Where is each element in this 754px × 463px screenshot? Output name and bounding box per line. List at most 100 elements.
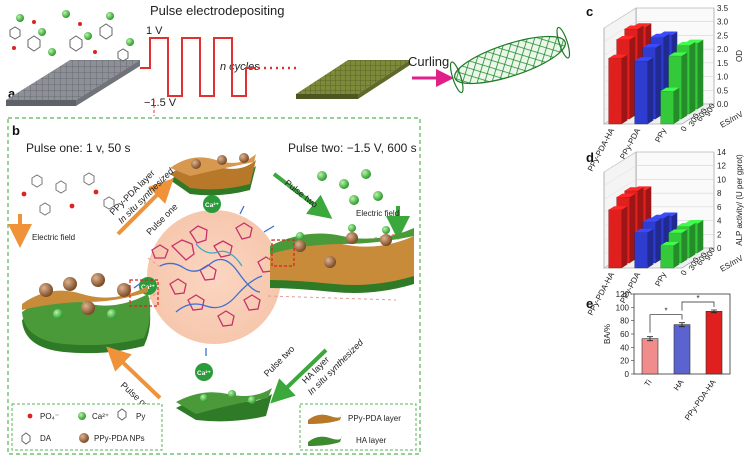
panel-c-ytick: 2.5 xyxy=(717,31,729,40)
pulse-waveform xyxy=(140,37,256,97)
po4-icon xyxy=(27,413,33,419)
panel-c-ytick: 1.0 xyxy=(717,73,729,82)
legend-nps: PPy-PDA NPs xyxy=(94,434,145,443)
ppy-layer-icon xyxy=(308,414,342,424)
panel-e-letter: e xyxy=(586,296,593,311)
panel-c-bar xyxy=(608,54,628,125)
pulse-one-bottom-arrow xyxy=(106,346,162,400)
panel-d-zlabel: ES/mV xyxy=(719,253,746,274)
pulse-two-title: Pulse two: −1.5 V, 600 s xyxy=(288,141,417,155)
right-layer-stack xyxy=(270,224,414,293)
panel-c-ytick: 3.5 xyxy=(717,4,729,13)
curling-label: Curling xyxy=(408,54,449,69)
pulse-electrodepositing-title: Pulse electrodepositing xyxy=(150,3,284,18)
panel-e-ytick: 40 xyxy=(620,343,629,352)
right-ca-ions xyxy=(317,169,383,205)
panel-b-letter: b xyxy=(12,123,20,138)
right-electric-field-label: Electric field xyxy=(356,209,399,218)
ca-badge-bottom: Ca²⁺ xyxy=(195,363,213,381)
panel-e-category-label: HA xyxy=(672,377,686,392)
panel-e-sig-bracket xyxy=(681,301,715,311)
panel-d-ytick: 2 xyxy=(717,230,722,239)
ha-layer-icon xyxy=(308,436,342,446)
panel-e-sig-star: * xyxy=(664,307,667,316)
voltage-low-label: −1.5 V xyxy=(144,97,177,109)
panel-b: b Pulse one: 1 v, 50 s Pulse two: −1.5 V… xyxy=(7,117,421,455)
legend-da: DA xyxy=(40,434,52,443)
left-electric-field-label: Electric field xyxy=(32,233,75,242)
panel-e-bar xyxy=(673,324,691,375)
mesh-tube xyxy=(449,26,571,94)
legend-right: PPy-PDA layer HA layer xyxy=(299,403,417,451)
cycles-label: n cycles xyxy=(220,61,260,73)
panel-c-ytick: 0.0 xyxy=(717,100,729,109)
panel-c-ylabel: OD xyxy=(735,50,744,62)
panel-c-depth-tick: 0 xyxy=(679,124,689,133)
panel-d-gridline-side xyxy=(603,179,637,200)
ca-badge-left-label: Ca²⁺ xyxy=(141,284,155,291)
panel-c-ytick: 3.0 xyxy=(717,18,729,27)
voltage-high-label: 1 V xyxy=(146,25,163,37)
panel-c-bar xyxy=(634,57,654,125)
panel-e-bar xyxy=(705,311,723,375)
ca-badge-top: Ca²⁺ xyxy=(203,195,221,213)
pulse-two-top-label: Pulse two xyxy=(283,178,320,210)
panel-e-sig-star: * xyxy=(696,294,699,303)
top-layer-stack xyxy=(170,153,256,196)
panel-d-bar xyxy=(608,206,628,269)
panel-e-bar xyxy=(641,338,659,375)
panel-e-errorbar xyxy=(711,309,717,314)
panel-b-frame xyxy=(7,117,421,455)
pulse-two-down-arrow xyxy=(272,172,333,219)
panel-c-letter: c xyxy=(586,4,593,19)
panel-a-letter: a xyxy=(8,86,16,101)
legend-ca: Ca²⁺ xyxy=(92,412,109,421)
panel-d-ytick: 10 xyxy=(717,175,726,184)
panel-c-gridline-side xyxy=(603,21,637,42)
ca-badge-top-label: Ca²⁺ xyxy=(205,202,219,209)
panel-c-ytick: 2.0 xyxy=(717,45,729,54)
panel-c-ytick: 1.5 xyxy=(717,59,729,68)
panel-d-bar xyxy=(634,228,654,269)
legend-py: Py xyxy=(136,412,145,421)
panel-e-errorbar xyxy=(679,322,685,328)
legend-ppy-layer: PPy-PDA layer xyxy=(348,414,401,423)
panel-e-ytick: 80 xyxy=(620,317,629,326)
polymer-chains xyxy=(133,205,275,356)
panel-e-category-label: PPy-PDA-HA xyxy=(683,377,718,422)
pulse-one-title: Pulse one: 1 v, 50 s xyxy=(26,141,131,155)
legend-ha-layer: HA layer xyxy=(356,436,387,445)
pulse-two-bottom-arrow xyxy=(270,348,328,404)
legend-po4: PO₄⁻ xyxy=(40,412,59,421)
coated-substrate xyxy=(296,60,410,99)
panel-c-gridline-side xyxy=(603,7,637,29)
ca-badge-bottom-label: Ca²⁺ xyxy=(197,370,211,377)
panel-e-sig-bracket xyxy=(649,314,683,333)
connector-lines xyxy=(147,233,397,301)
panel-e-ytick: 100 xyxy=(616,303,630,312)
gray-substrate xyxy=(6,60,140,106)
panel-e-ytick: 60 xyxy=(620,330,629,339)
panel-e-ytick: 0 xyxy=(625,370,630,379)
ha-label-line1: Pulse two xyxy=(262,344,297,379)
panel-d-gridline-side xyxy=(603,165,637,186)
da-icon xyxy=(21,432,31,445)
panel-e-ytick: 120 xyxy=(616,290,630,299)
panel-d-ytick: 4 xyxy=(717,217,722,226)
panel-c-zlabel: ES/mV xyxy=(719,109,746,130)
panel-d-ylabel: ALP activity/ (U per gprot) xyxy=(735,154,744,246)
bottom-layer-stack xyxy=(176,388,272,422)
panel-d-ytick: 0 xyxy=(717,244,722,253)
left-layer-stack xyxy=(22,273,159,354)
left-molecules xyxy=(31,172,115,216)
panel-d-category-label: PPy-PDA xyxy=(618,270,642,305)
panel-d-ytick: 8 xyxy=(717,189,722,198)
panel-d-gridline-side xyxy=(603,151,637,173)
panel-c-ytick: 0.5 xyxy=(717,86,729,95)
py-icon xyxy=(117,408,127,421)
panel-d-category-label: PPy xyxy=(653,271,668,288)
solution-ions xyxy=(9,10,134,62)
